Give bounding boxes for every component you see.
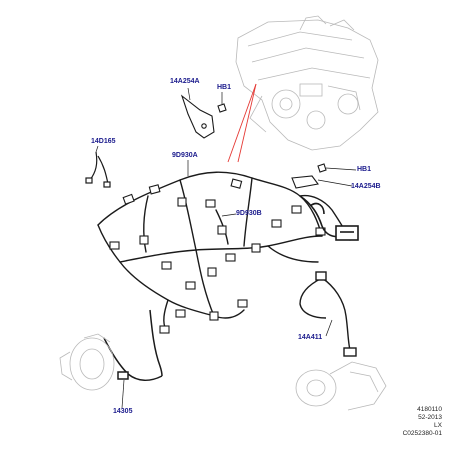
callout-14a254b: 14A254B: [351, 183, 381, 190]
starter-motor-illustration: [295, 361, 387, 411]
callout-9d930b: 9D930B: [236, 210, 262, 217]
callout-9d930a: 9D930A: [172, 152, 198, 159]
reference-date: 52-2013: [418, 414, 442, 421]
right-cable-assembly: [299, 195, 359, 241]
location-leader-lines: [227, 83, 257, 163]
callout-hb1-right: HB1: [357, 166, 372, 173]
bracket-14a254a-shape: [180, 94, 227, 139]
callout-14a411: 14A411: [298, 334, 323, 341]
harness-connectors: [109, 178, 326, 334]
callout-14305: 14305: [113, 408, 133, 415]
callout-14d165: 14D165: [91, 138, 116, 145]
reference-code-1: 4180110: [417, 406, 442, 413]
reference-model: LX: [434, 422, 442, 429]
alternator-illustration: [59, 333, 115, 391]
callout-leaders: [95, 87, 357, 409]
wiring-harness-main: [97, 171, 351, 331]
battery-cable-14305-shape: [103, 309, 163, 381]
reference-code-2: C0252380-01: [402, 430, 442, 437]
callout-14a254a: 14A254A: [170, 78, 200, 85]
bracket-14a254b-shape: [291, 163, 327, 189]
engine-block-illustration: [235, 15, 379, 151]
callout-hb1-upper: HB1: [217, 84, 232, 91]
ground-lead-14a411-shape: [299, 271, 357, 357]
harness-14d165-shape: [85, 151, 111, 188]
